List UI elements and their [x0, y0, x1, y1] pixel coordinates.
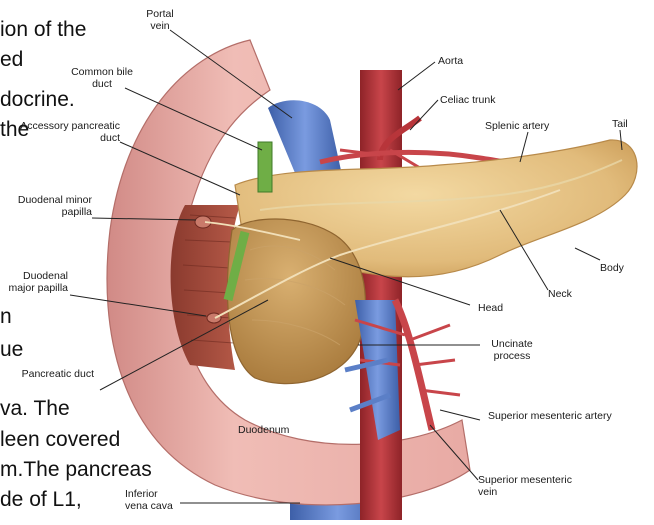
bg-text-line: docrine. [0, 88, 75, 112]
label-inferior-vena-cava: Inferior vena cava [125, 488, 181, 512]
label-superior-mesenteric-vein: Superior mesenteric vein [478, 474, 578, 498]
label-portal-vein: Portal vein [138, 8, 182, 32]
bg-text-line: ion of the [0, 18, 86, 42]
label-common-bile-duct: Common bile duct [70, 66, 134, 90]
bg-text-line: m.The pancreas [0, 458, 152, 482]
label-splenic-artery: Splenic artery [485, 120, 549, 132]
label-duodenal-minor-papilla: Duodenal minor papilla [2, 194, 92, 218]
label-duodenal-major-papilla: Duodenal major papilla [0, 270, 68, 294]
bg-text-line: n [0, 305, 12, 329]
label-aorta: Aorta [438, 55, 463, 67]
bg-text-line: ue [0, 338, 23, 362]
label-accessory-pancreatic-duct: Accessory pancreatic duct [20, 120, 120, 144]
major-papilla [207, 313, 221, 323]
bg-text-line: ed [0, 48, 23, 72]
bg-text-line: de of L1, [0, 488, 82, 512]
label-duodenum: Duodenum [238, 424, 289, 436]
label-neck: Neck [548, 288, 572, 300]
bg-text-line: leen covered [0, 428, 120, 452]
bg-text-line: va. The [0, 397, 70, 421]
label-tail: Tail [612, 118, 628, 130]
label-pancreatic-duct: Pancreatic duct [20, 368, 94, 380]
label-body: Body [600, 262, 624, 274]
label-head: Head [478, 302, 503, 314]
label-celiac-trunk: Celiac trunk [440, 94, 495, 106]
label-superior-mesenteric-artery: Superior mesenteric artery [488, 410, 618, 422]
label-uncinate-process: Uncinate process [484, 338, 540, 362]
